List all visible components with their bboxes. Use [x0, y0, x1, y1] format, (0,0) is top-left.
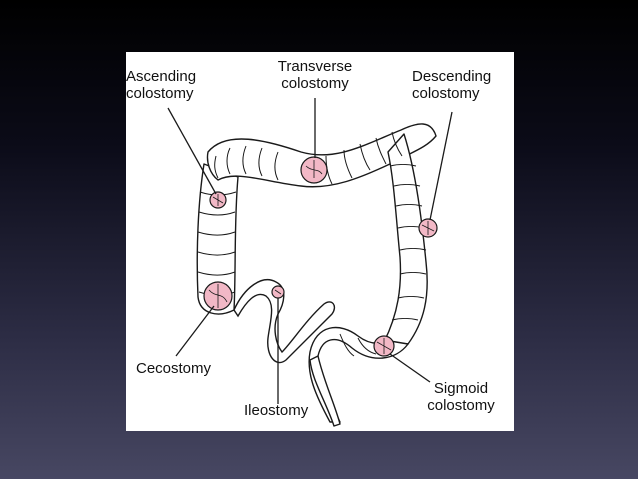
- label-cecostomy: Cecostomy: [136, 360, 212, 377]
- label-ileostomy: Ileostomy: [244, 402, 309, 419]
- colon-segments: [197, 131, 427, 357]
- label-transverse-colostomy: Transverse colostomy: [277, 58, 353, 92]
- leader-descending: [429, 111, 453, 221]
- leader-sigmoid: [389, 353, 431, 383]
- leader-lines: [167, 98, 453, 404]
- colostomy-diagram: Ascending colostomy Transverse colostomy…: [126, 52, 514, 431]
- colon-illustration: [167, 98, 453, 427]
- label-ascending-colostomy: Ascending colostomy: [126, 68, 197, 102]
- leader-cecostomy: [175, 305, 215, 357]
- label-descending-colostomy: Descending colostomy: [412, 68, 492, 102]
- leader-ascending: [167, 107, 217, 195]
- stoma-folds: [208, 160, 435, 354]
- ileum: [233, 279, 336, 364]
- label-sigmoid-colostomy: Sigmoid colostomy: [427, 380, 495, 414]
